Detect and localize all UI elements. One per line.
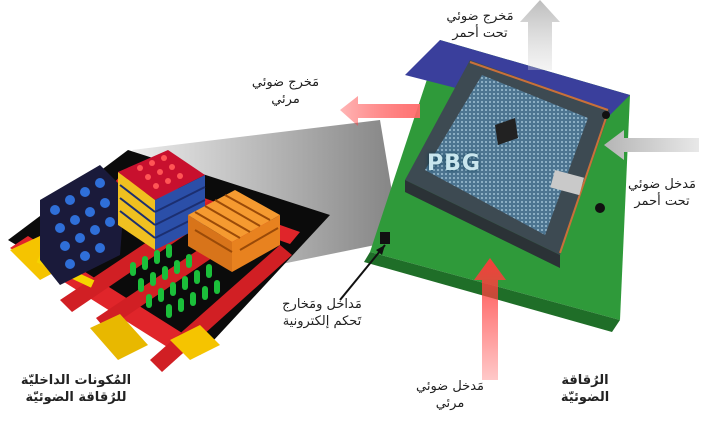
pbg-label: PBG bbox=[427, 151, 481, 176]
internal-components-illustration bbox=[8, 150, 330, 372]
ir-input-arrow bbox=[604, 130, 699, 160]
ir-output-arrow bbox=[520, 0, 560, 70]
electronic-io-pointer bbox=[339, 244, 386, 301]
visible-input-arrow bbox=[474, 258, 506, 380]
visible-output-arrow bbox=[340, 96, 420, 126]
projection-funnel bbox=[132, 120, 400, 268]
